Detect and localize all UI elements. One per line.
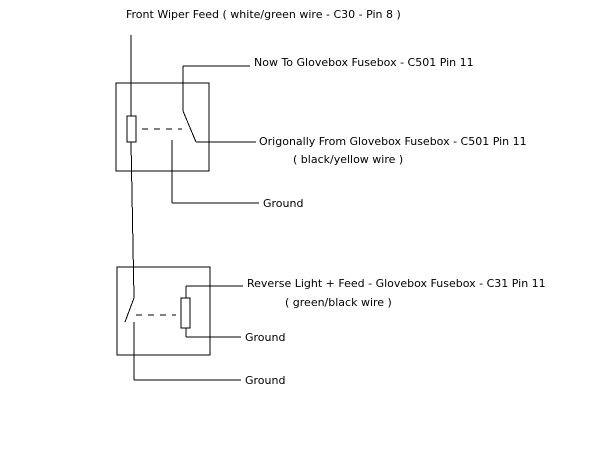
lower-relay-coil <box>181 298 190 328</box>
upper-relay <box>116 83 209 171</box>
wiring <box>131 35 259 380</box>
upper-relay-box <box>116 83 209 171</box>
green-black-wire-label: ( green/black wire ) <box>285 296 392 309</box>
front-wiper-feed-label: Front Wiper Feed ( white/green wire - C3… <box>126 8 401 21</box>
labels: Front Wiper Feed ( white/green wire - C3… <box>126 8 546 387</box>
lower-relay <box>117 267 210 355</box>
wiper-feed-wire-lower <box>131 142 134 298</box>
reverse-light-feed-label: Reverse Light + Feed - Glovebox Fusebox … <box>247 277 546 290</box>
ground-1-label: Ground <box>263 197 303 210</box>
ground-3-label: Ground <box>245 374 285 387</box>
black-yellow-wire-label: ( black/yellow wire ) <box>293 153 403 166</box>
ground-2-label: Ground <box>245 331 285 344</box>
now-to-glovebox-label: Now To Glovebox Fusebox - C501 Pin 11 <box>254 56 474 69</box>
originally-from-label: Origonally From Glovebox Fusebox - C501 … <box>259 135 527 148</box>
lower-relay-box <box>117 267 210 355</box>
upper-relay-coil <box>127 116 136 142</box>
lower-relay-switch-arm <box>125 298 134 322</box>
upper-relay-switch-arm <box>183 111 196 142</box>
